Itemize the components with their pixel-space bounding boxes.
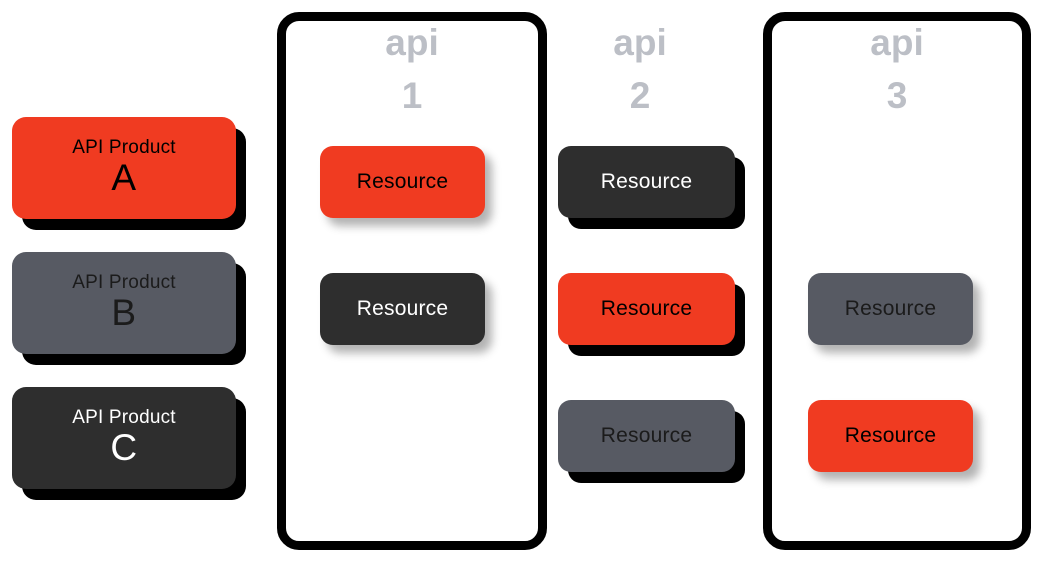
api-product-title: API Product [72, 137, 176, 159]
resource-chip[interactable]: Resource [558, 146, 735, 218]
api-product-card-b[interactable]: API Product B [12, 252, 236, 354]
api-product-letter: C [110, 427, 138, 469]
api-label-3: api 3 [763, 24, 1031, 114]
resource-label: Resource [600, 424, 693, 447]
resource-chip[interactable]: Resource [808, 273, 973, 345]
resource-chip[interactable]: Resource [808, 400, 973, 472]
resource-label: Resource [356, 297, 449, 320]
api-product-title: API Product [72, 407, 176, 429]
resource-label: Resource [600, 170, 693, 193]
api-product-card-a[interactable]: API Product A [12, 117, 236, 219]
api-label-1: api 1 [277, 24, 547, 114]
resource-label: Resource [600, 297, 693, 320]
resource-chip[interactable]: Resource [320, 146, 485, 218]
api-number: 3 [886, 75, 908, 116]
api-word: api [385, 22, 439, 63]
api-product-card-c[interactable]: API Product C [12, 387, 236, 489]
api-product-title: API Product [72, 272, 176, 294]
resource-label: Resource [844, 424, 937, 447]
api-number: 2 [629, 75, 651, 116]
resource-label: Resource [356, 170, 449, 193]
api-product-letter: A [111, 157, 137, 199]
resource-chip[interactable]: Resource [558, 273, 735, 345]
api-number: 1 [401, 75, 423, 116]
resource-label: Resource [844, 297, 937, 320]
api-word: api [870, 22, 924, 63]
api-product-letter: B [111, 292, 137, 334]
resource-chip[interactable]: Resource [320, 273, 485, 345]
api-label-2: api 2 [555, 24, 725, 114]
resource-chip[interactable]: Resource [558, 400, 735, 472]
api-word: api [613, 22, 667, 63]
